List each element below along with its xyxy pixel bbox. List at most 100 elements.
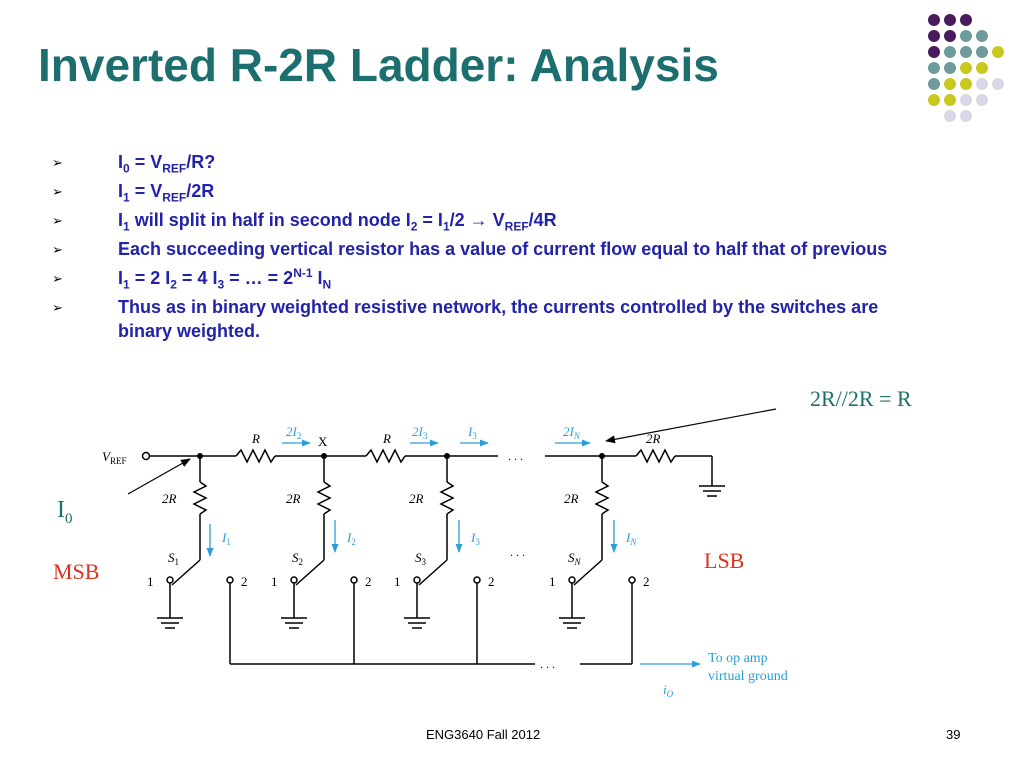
vref-label: V [102,449,112,464]
switch-1-label: S [168,550,175,565]
bullet-text-part: will split in half in second node I [129,210,411,230]
lsb-annotation: LSB [704,548,745,573]
footer-course: ENG3640 Fall 2012 [426,727,541,742]
bullet-text-part: 0 [123,161,130,176]
switch-3-sub: 3 [422,557,427,567]
output-current-label: i [663,682,667,697]
svg-text:SN: SN [568,550,582,567]
bullet-arrow-icon: ➢ [52,213,63,228]
bullet-text-part: REF [504,219,529,234]
switch-n-sub: N [574,557,582,567]
switch-3-blade [418,559,448,586]
svg-text:I2: I2 [346,530,356,547]
bullet-text-part: = V [129,181,163,201]
bullet-text-part: Thus as in binary weighted resistive net… [118,297,879,341]
bullet-text-part: REF [162,161,187,176]
pos1-bn: 1 [549,574,556,589]
footer-page-number: 39 [946,727,961,742]
end-r-label: 2R [646,431,661,446]
shunt-r1-label: 2R [162,491,177,506]
current-2i2: 2I [286,424,298,439]
bullet-arrow-icon: ➢ [52,155,63,170]
svg-text:2IN: 2IN [563,424,581,441]
shunt-resistor-2 [316,481,332,515]
shunt-resistor-1 [192,481,208,515]
pos1-b3: 1 [394,574,401,589]
bullet-arrow-icon: ➢ [52,300,63,315]
bullet-text-part: N-1 [293,266,313,280]
ellipsis-mid: . . . [510,545,525,559]
output-label-line2: virtual ground [708,669,788,684]
vref-label-sub: REF [110,456,127,466]
bullet-text-part: 1 [123,277,130,292]
switch-n-blade [573,559,603,586]
pos2-b2: 2 [365,574,372,589]
current-2in: 2I [563,424,575,439]
svg-text:S2: S2 [292,550,303,567]
i0-pointer-arrow [127,458,191,495]
svg-text:2I3: 2I3 [412,424,428,441]
svg-text:S3: S3 [415,550,427,567]
bullet-text-part: I [118,181,124,201]
output-current-sub: O [667,689,674,699]
bullet-text-part: I [118,152,124,172]
svg-text:iO: iO [663,682,674,699]
pos1-b2: 1 [271,574,278,589]
bullet-text-part: = I [417,210,443,230]
i0-letter: I [57,497,65,523]
bullet-arrow-icon: ➢ [52,271,63,286]
msb-annotation: MSB [53,559,100,584]
switch-2-blade [295,559,325,586]
branch-current-3: I [470,530,476,545]
svg-text:I3: I3 [470,530,480,547]
slide-title: Inverted R-2R Ladder: Analysis [38,39,719,91]
branch-current-2: I [346,530,352,545]
bullet-item: ➢I1 = VREF/2R [52,179,932,204]
pos2-b1: 2 [241,574,248,589]
current-i3: I [467,424,473,439]
pos2-b3: 2 [488,574,495,589]
bullet-text-part: /R? [186,152,216,172]
bullet-text-part: Each succeeding vertical resistor has a … [118,239,888,259]
node-x-label: X [318,434,328,449]
branch-current-3-sub: 3 [475,537,480,547]
bullet-text-part: = … = 2 [224,268,294,288]
bullet-text-part: 1 [123,219,130,234]
switch-n-label: S [568,550,575,565]
shunt-rn-label: 2R [564,491,579,506]
svg-text:I3: I3 [467,424,477,441]
svg-text:VREF: VREF [102,449,126,466]
switch-3-label: S [415,550,422,565]
bullet-text-part: = 2 I [129,268,171,288]
bullet-text-part: /4R [528,210,557,230]
bullet-list: ➢I0 = VREF/R?➢I1 = VREF/2R➢I1 will split… [52,150,932,348]
bullet-item: ➢ I0 = VREF/R? [52,150,932,176]
svg-text:S1: S1 [168,550,179,567]
current-2in-sub: N [573,431,581,441]
series-resistor-1 [235,448,276,464]
bullet-text-part: I [312,268,323,288]
branch-current-1: I [221,530,227,545]
branch-current-n: I [625,530,631,545]
vref-terminal [141,451,151,461]
svg-text:2I2: 2I2 [286,424,301,441]
decorative-dot-grid [928,14,1024,134]
shunt-resistor-3 [439,481,455,515]
svg-text:IN: IN [625,530,637,547]
bullet-arrow-icon: ➢ [52,242,63,257]
pos1-b1: 1 [147,574,154,589]
bullet-item: ➢ Thus as in binary weighted resistive ne… [52,295,932,343]
switch-1-blade [171,559,201,586]
current-i3-sub: 3 [472,431,477,441]
bullet-item: ➢ Each succeeding vertical resistor has a… [52,237,932,261]
bullet-text-part: 2 [410,219,418,234]
bullet-text-part: 3 [217,277,225,292]
current-2i3: 2I [412,424,424,439]
bullet-text-part: = V [129,152,163,172]
shunt-r2-label: 2R [286,491,301,506]
switch-2-label: S [292,550,299,565]
pos2-bn: 2 [643,574,650,589]
bullet-text-part: 1 [442,219,450,234]
switch-1-sub: 1 [175,557,180,567]
